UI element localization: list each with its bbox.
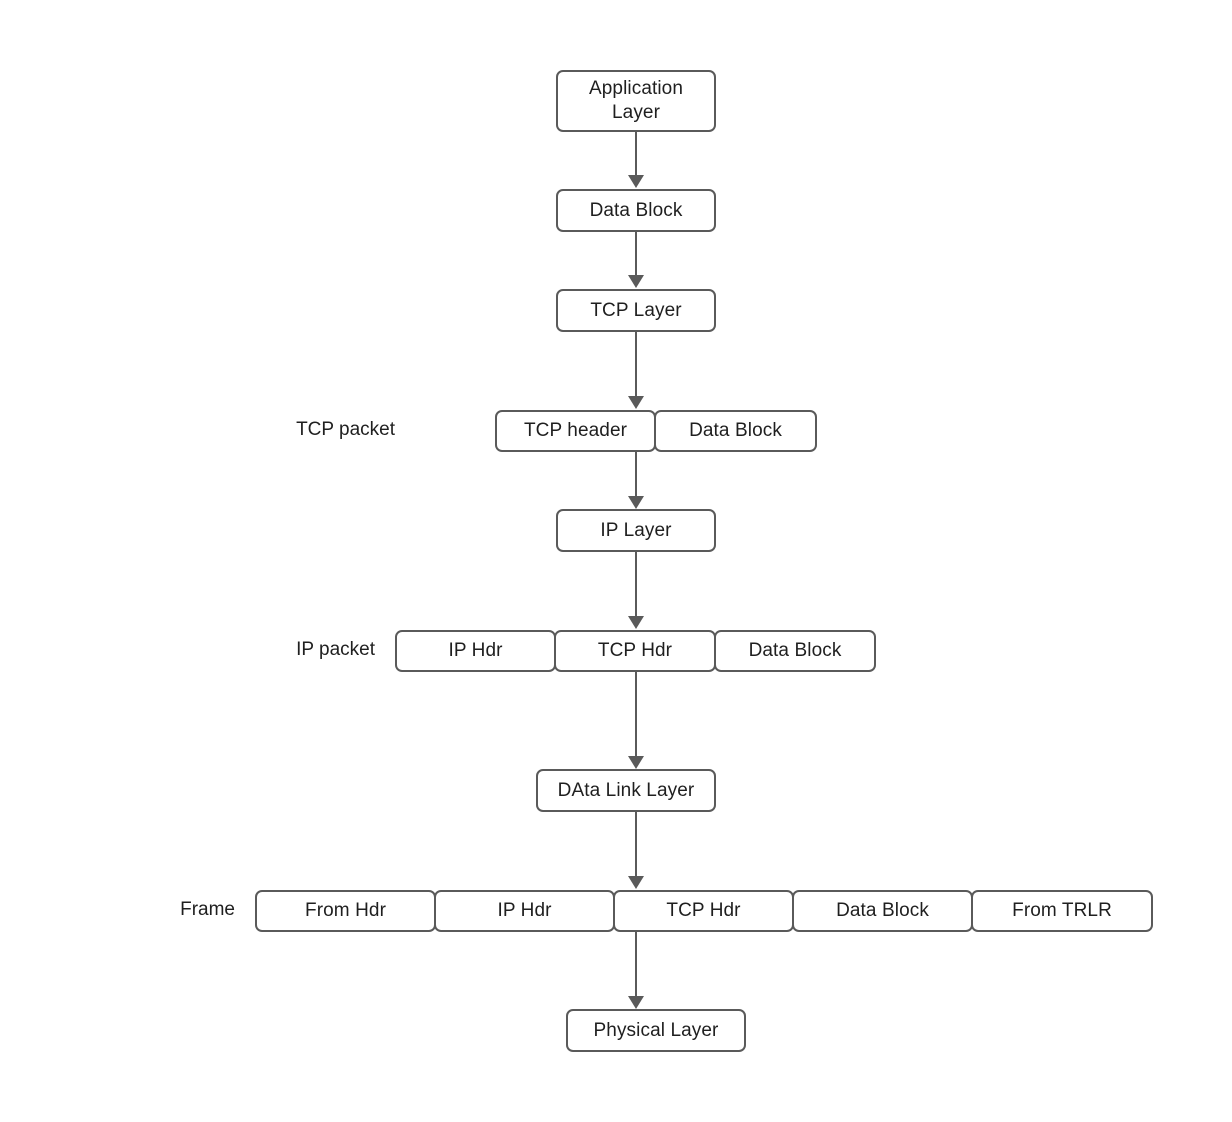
arrow-data-link-layer-to-frame	[626, 812, 646, 889]
packet-segment-tcp-hdr[interactable]: TCP Hdr	[613, 890, 794, 932]
label-frame: Frame	[180, 899, 235, 920]
node-application-layer[interactable]: Application Layer	[556, 70, 716, 132]
node-data-link-layer[interactable]: DAta Link Layer	[536, 769, 716, 812]
packet-segment-ip-hdr[interactable]: IP Hdr	[434, 890, 615, 932]
label-ip-packet: IP packet	[296, 639, 375, 660]
node-data-block[interactable]: Data Block	[556, 189, 716, 232]
arrow-ip-layer-to-ip-packet	[626, 552, 646, 629]
packet-row-tcp-packet: TCP header Data Block	[495, 410, 817, 452]
arrow-frame-to-physical-layer	[626, 932, 646, 1009]
arrow-ip-packet-to-data-link-layer	[626, 672, 646, 769]
node-ip-layer[interactable]: IP Layer	[556, 509, 716, 552]
node-physical-layer[interactable]: Physical Layer	[566, 1009, 746, 1052]
packet-segment-tcp-header[interactable]: TCP header	[495, 410, 656, 452]
arrow-tcp-packet-to-ip-layer	[626, 452, 646, 509]
arrow-tcp-layer-to-tcp-packet	[626, 332, 646, 409]
packet-row-ip-packet: IP Hdr TCP Hdr Data Block	[395, 630, 876, 672]
packet-row-frame: From Hdr IP Hdr TCP Hdr Data Block From …	[255, 890, 1153, 932]
packet-segment-ip-hdr[interactable]: IP Hdr	[395, 630, 556, 672]
packet-segment-data-block[interactable]: Data Block	[792, 890, 973, 932]
packet-segment-data-block[interactable]: Data Block	[654, 410, 817, 452]
node-tcp-layer[interactable]: TCP Layer	[556, 289, 716, 332]
packet-segment-tcp-hdr[interactable]: TCP Hdr	[554, 630, 716, 672]
packet-segment-from-hdr[interactable]: From Hdr	[255, 890, 436, 932]
label-tcp-packet: TCP packet	[296, 419, 395, 440]
arrow-application-to-data-block	[626, 132, 646, 188]
arrow-data-block-to-tcp-layer	[626, 232, 646, 288]
packet-segment-data-block[interactable]: Data Block	[714, 630, 876, 672]
packet-segment-from-trlr[interactable]: From TRLR	[971, 890, 1153, 932]
